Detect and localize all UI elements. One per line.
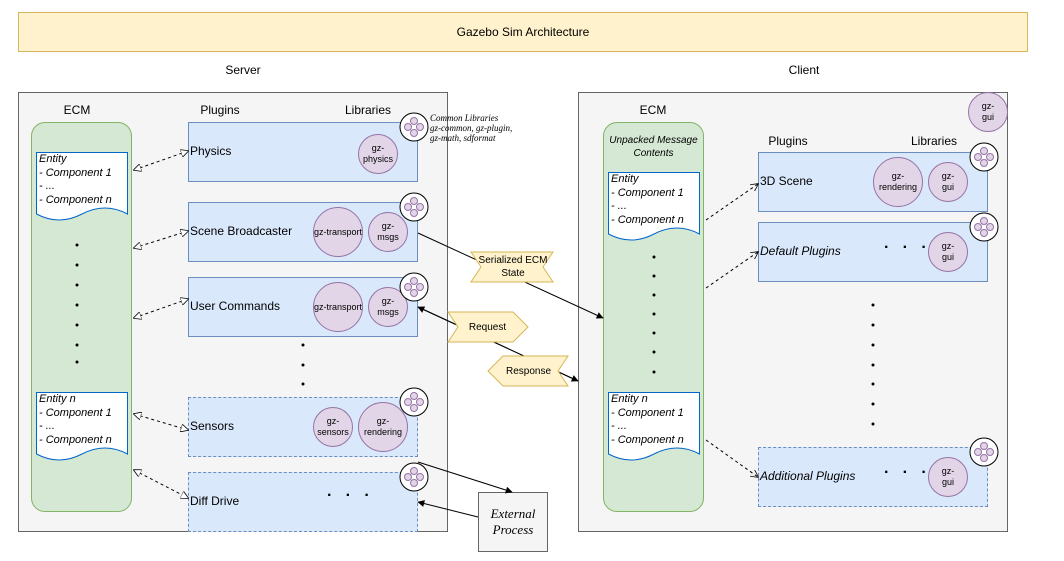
response-label: Response xyxy=(505,365,552,377)
external-process: External Process xyxy=(478,492,548,552)
plugin-physics-label: Physics xyxy=(190,144,232,158)
library-gz-rendering-server: gz- rendering xyxy=(358,402,408,452)
vertical-dots xyxy=(75,243,875,426)
client-entity-doc-shape xyxy=(608,172,700,241)
ecm-plugin-links xyxy=(134,151,188,498)
library-gz-transport-2: gz-transport xyxy=(313,282,363,332)
message-shapes xyxy=(447,251,569,387)
additional-plugins-dots: · · · xyxy=(884,464,927,481)
component-icon xyxy=(969,212,999,242)
plugin-sensors-label: Sensors xyxy=(190,419,235,433)
plugin-user-commands-label: User Commands xyxy=(190,299,281,313)
server-ecm-label: ECM xyxy=(63,103,91,117)
client-ecm-label: ECM xyxy=(639,103,667,117)
client-label: Client xyxy=(788,63,820,77)
client-plugins-header: Plugins xyxy=(768,134,808,148)
server-plugins-header: Plugins xyxy=(200,103,240,117)
server-entity-doc-shape xyxy=(36,152,128,221)
plugin-additional-plugins-label: Additional Plugins xyxy=(760,469,856,483)
client-ecm-plugin-links xyxy=(705,184,758,477)
plugin-scene-broadcaster-label: Scene Broadcaster xyxy=(190,224,293,238)
request-label: Request xyxy=(468,321,507,333)
client-entity-n-doc-shape xyxy=(608,392,700,461)
component-icons xyxy=(399,112,999,492)
component-icon xyxy=(969,142,999,172)
default-plugins-dots: · · · xyxy=(884,239,927,256)
plugin-diff-drive-label: Diff Drive xyxy=(190,494,240,508)
plugin-default-plugins-label: Default Plugins xyxy=(760,244,841,258)
component-icon xyxy=(399,112,429,142)
client-entity-last: Entity n - Component 1 - ... - Component… xyxy=(611,393,684,446)
library-gz-gui-default: gz- gui xyxy=(928,232,968,272)
server-entity-n-doc-shape xyxy=(36,392,128,461)
server-label: Server xyxy=(225,63,261,77)
client-ecm-subtitle: Unpacked Message Contents xyxy=(609,135,698,159)
client-entity-first: Entity - Component 1 - ... - Component n xyxy=(611,173,684,226)
library-gz-physics: gz- physics xyxy=(358,134,398,174)
component-icon xyxy=(399,387,429,417)
library-gz-transport-1: gz-transport xyxy=(313,207,363,257)
plugin-3d-scene-label: 3D Scene xyxy=(760,174,813,188)
client-library-gz-gui-common: gz- gui xyxy=(968,92,1008,132)
title-text: Gazebo Sim Architecture xyxy=(456,25,590,39)
common-libraries-note: Common Libraries gz-common, gz-plugin, g… xyxy=(430,113,513,143)
server-entity-last: Entity n - Component 1 - ... - Component… xyxy=(39,393,112,446)
server-libraries-header: Libraries xyxy=(344,103,392,117)
library-gz-gui-additional: gz- gui xyxy=(928,457,968,497)
diff-drive-dots: · · · xyxy=(327,487,370,504)
server-entity-first: Entity - Component 1 - ... - Component n xyxy=(39,153,112,206)
component-icon xyxy=(399,272,429,302)
component-icon xyxy=(399,192,429,222)
diagram-title: Gazebo Sim Architecture xyxy=(18,12,1028,52)
library-gz-rendering-client: gz- rendering xyxy=(873,157,923,207)
client-libraries-header: Libraries xyxy=(910,134,958,148)
component-icon xyxy=(399,462,429,492)
component-icon xyxy=(969,437,999,467)
serialized-ecm-state-label: Serialized ECM State xyxy=(478,255,548,279)
library-gz-msgs-2: gz- msgs xyxy=(368,287,408,327)
library-gz-sensors: gz- sensors xyxy=(313,407,353,447)
library-gz-gui-3dscene: gz- gui xyxy=(928,162,968,202)
library-gz-msgs-1: gz- msgs xyxy=(368,212,408,252)
